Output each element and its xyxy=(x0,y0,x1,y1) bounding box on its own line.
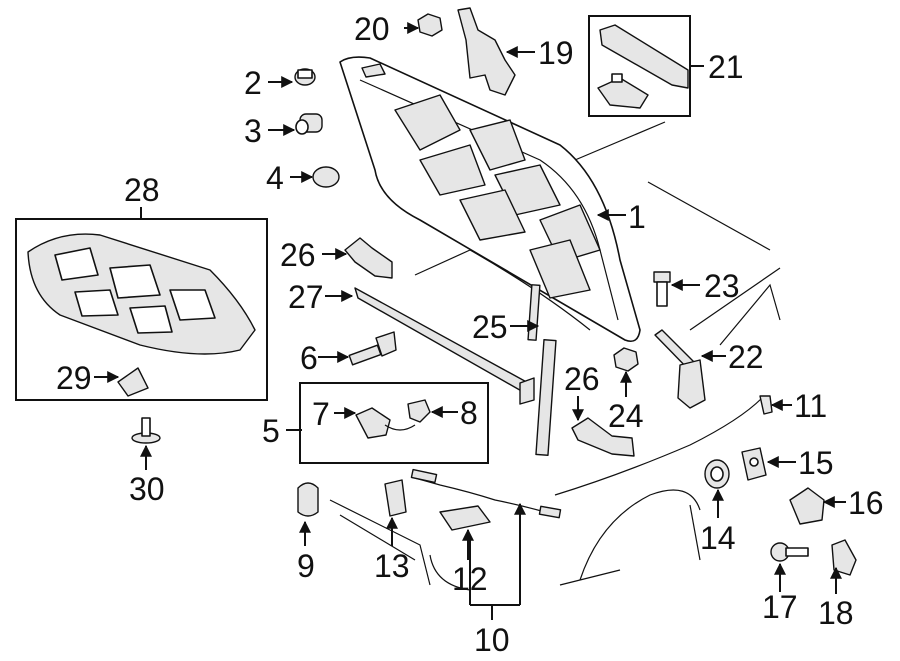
bolt-part-23 xyxy=(653,271,671,307)
bolt-part-17 xyxy=(770,542,809,562)
callout-17: 17 xyxy=(762,589,798,625)
callout-16: 16 xyxy=(848,485,884,521)
bracket-part-16 xyxy=(789,487,825,525)
callout-29: 29 xyxy=(56,360,92,396)
callout-6: 6 xyxy=(300,340,318,376)
hood-panel xyxy=(339,56,641,343)
upper-bracket-part xyxy=(344,237,393,279)
callout-5: 5 xyxy=(262,413,280,449)
callout-3: 3 xyxy=(244,113,262,149)
insulator-part xyxy=(27,233,256,355)
callout-30: 30 xyxy=(129,471,165,507)
callout-9: 9 xyxy=(297,548,315,584)
lower-bracket-part xyxy=(571,417,635,457)
hinge-bracket-part xyxy=(457,7,516,96)
seal-strip-part xyxy=(354,287,535,405)
callout-15: 15 xyxy=(798,445,834,481)
kit-5-box xyxy=(299,382,489,464)
latch-part xyxy=(439,505,491,531)
callout-25: 25 xyxy=(472,309,508,345)
callout-28: 28 xyxy=(124,172,160,208)
callout-14: 14 xyxy=(700,520,736,556)
clip-part xyxy=(117,367,149,397)
callout-22: 22 xyxy=(728,339,764,375)
callout-26-upper: 26 xyxy=(280,237,316,273)
callout-19: 19 xyxy=(538,35,574,71)
callout-21: 21 xyxy=(708,49,744,85)
leader-lines xyxy=(94,22,846,620)
callout-18: 18 xyxy=(818,595,854,631)
callout-7: 7 xyxy=(312,396,330,432)
callout-labels: 1 2 3 4 5 6 7 8 9 10 11 12 13 14 15 16 1… xyxy=(56,11,884,658)
push-pin-part xyxy=(131,417,161,444)
release-cable-part xyxy=(410,395,773,519)
grommet-part xyxy=(704,459,730,489)
callout-1: 1 xyxy=(628,199,646,235)
nut-plate-part xyxy=(831,539,857,576)
clip-part-13 xyxy=(384,479,407,517)
switch-part xyxy=(355,407,416,439)
callout-23: 23 xyxy=(704,268,740,304)
callout-4: 4 xyxy=(266,160,284,196)
bumper-stop-part xyxy=(294,68,316,86)
connector-part xyxy=(407,399,431,423)
callout-8: 8 xyxy=(460,395,478,431)
plug-part xyxy=(312,166,340,188)
bracket-part-9 xyxy=(297,482,319,517)
seal-kit-part xyxy=(597,24,689,109)
adjuster-part xyxy=(295,113,323,135)
callout-12: 12 xyxy=(452,561,488,597)
callout-13: 13 xyxy=(374,548,410,584)
clip-part-15 xyxy=(741,447,767,481)
callout-24: 24 xyxy=(608,398,644,434)
callout-2: 2 xyxy=(244,65,262,101)
callout-10: 10 xyxy=(474,622,510,658)
callout-11: 11 xyxy=(794,388,827,424)
callout-20: 20 xyxy=(354,11,390,47)
bolt-part xyxy=(348,331,397,366)
prop-rod-part xyxy=(654,329,706,409)
gas-strut-part xyxy=(527,284,557,456)
nut-part xyxy=(417,13,443,37)
nut-part-24 xyxy=(613,347,639,372)
callout-27: 27 xyxy=(288,279,324,315)
callout-26-lower: 26 xyxy=(564,361,600,397)
